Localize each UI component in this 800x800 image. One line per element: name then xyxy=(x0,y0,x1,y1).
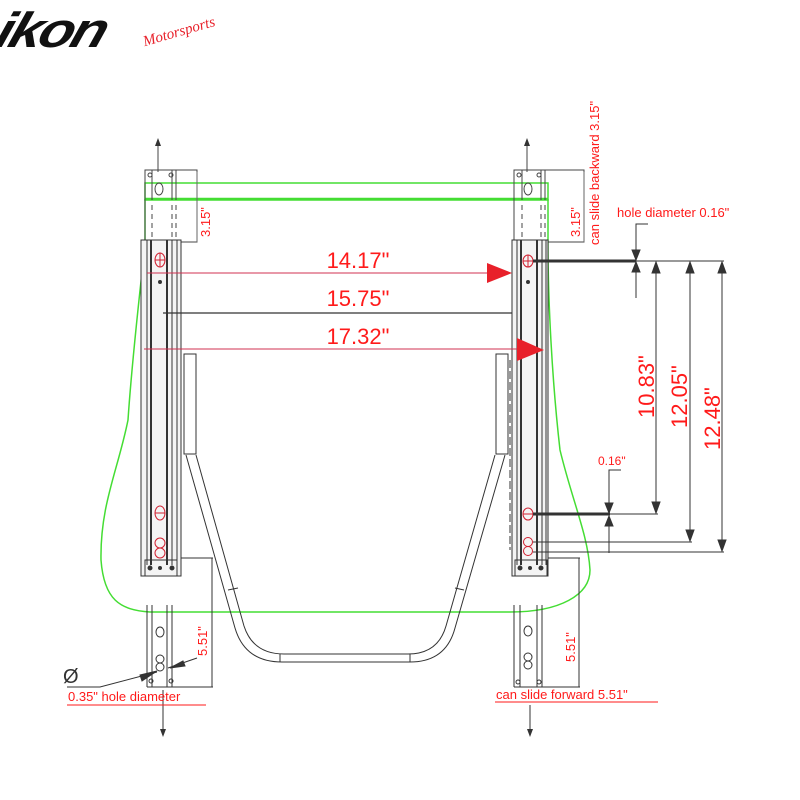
label-hole-diameter-top: hole diameter 0.16" xyxy=(617,205,730,220)
label-width-mid: 15.75" xyxy=(327,286,390,311)
label-front-slide-note: can slide forward 5.51" xyxy=(496,687,628,702)
right-front-bracket xyxy=(513,557,580,737)
left-rear-bracket xyxy=(144,138,198,243)
length-dimensions xyxy=(533,223,727,553)
label-front-slide-right: 5.51" xyxy=(563,632,578,662)
diameter-symbol-icon: Ø xyxy=(63,666,79,688)
label-length-2: 12.05" xyxy=(667,365,692,428)
label-width-inner: 14.17" xyxy=(327,248,390,273)
label-width-outer: 17.32" xyxy=(327,324,390,349)
label-mount-hole: 0.35" hole diameter xyxy=(68,689,181,704)
right-rail xyxy=(495,239,549,577)
right-rear-bracket xyxy=(513,138,585,243)
arrowhead-icon xyxy=(517,338,544,361)
left-rail-holes xyxy=(154,252,166,559)
arrowhead-icon xyxy=(487,263,512,283)
label-rear-slide-note: can slide backward 3.15" xyxy=(587,101,602,245)
label-length-3: 12.48" xyxy=(700,387,725,450)
label-length-1: 10.83" xyxy=(634,355,659,418)
label-hole-diameter-bottom: 0.16" xyxy=(598,454,626,468)
mount-hole-leader xyxy=(67,657,198,688)
dimension-labels: 14.17" 15.75" 17.32" 3.15" 3.15" can sli… xyxy=(68,101,730,704)
left-rail xyxy=(140,239,197,577)
width-dimensions xyxy=(144,263,544,361)
label-rear-slide-right: 3.15" xyxy=(568,207,583,237)
seat-outline xyxy=(100,182,591,613)
release-bar xyxy=(185,454,506,663)
label-front-slide-left: 5.51" xyxy=(195,626,210,656)
label-rear-slide-left: 3.15" xyxy=(198,207,213,237)
